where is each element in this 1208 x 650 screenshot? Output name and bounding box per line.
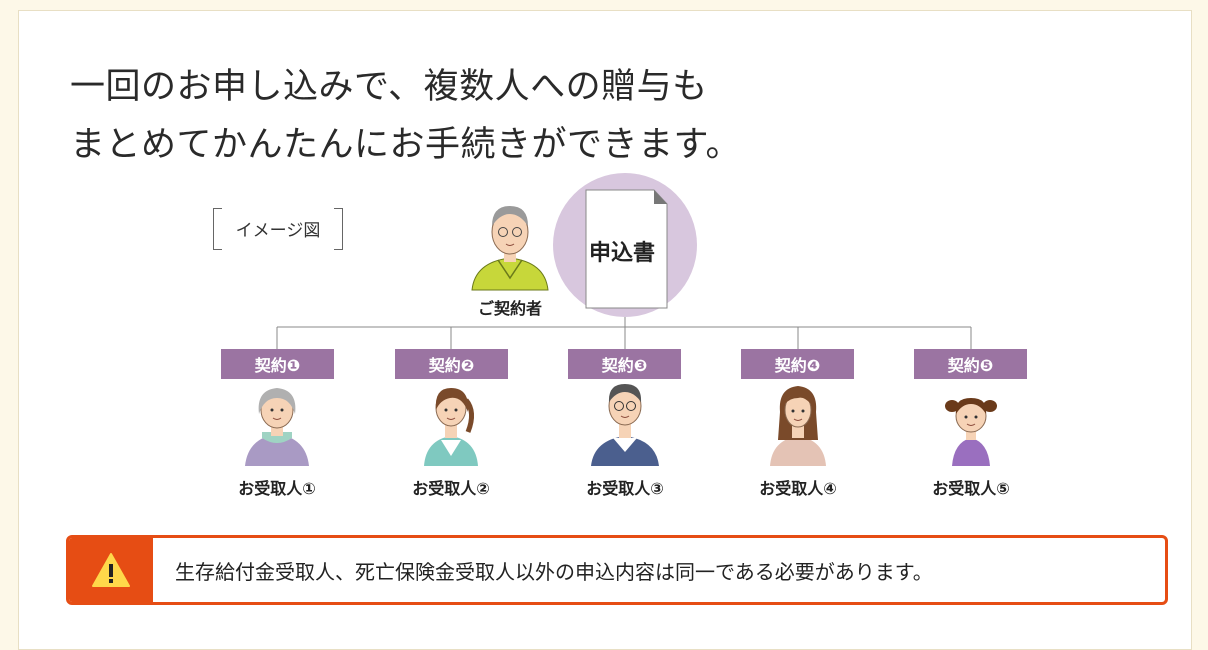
notice-text: 生存給付金受取人、死亡保険金受取人以外の申込内容は同一である必要があります。 [175,559,933,584]
warning-icon [92,553,130,587]
page-title: 一回のお申し込みで、複数人への贈与も まとめてかんたんにお手続きができます。 [70,58,741,174]
recipient-label-4: お受取人④ [759,479,837,498]
recipient-label-3: お受取人③ [586,479,664,498]
left-bracket [213,208,222,250]
recipient-label-2: お受取人② [412,479,490,498]
document-icon [585,189,668,309]
right-bracket [334,208,343,250]
recipient-label-1: お受取人① [238,479,316,498]
title-line-2: まとめてかんたんにお手続きができます。 [70,125,742,165]
contract-tag-2: 契約❷ [395,349,508,379]
recipient-figure-1-icon [245,388,309,466]
contract-tag-4: 契約❹ [741,349,854,379]
connector-lines [276,310,972,349]
recipient-figure-2-icon [424,388,478,466]
flow-diagram [245,173,997,466]
image-caption-text: イメージ図 [235,220,321,241]
recipient-figure-3-icon [591,384,659,466]
recipient-label-5: お受取人⑤ [932,479,1010,498]
contract-tag-1: 契約❶ [221,349,334,379]
document-label: 申込書 [588,241,655,266]
contract-tag-5: 契約❺ [914,349,1027,379]
title-line-1: 一回のお申し込みで、複数人への贈与も [70,67,708,107]
contractor-figure-icon [471,206,549,291]
notice-icon-area [69,538,153,602]
recipient-figure-4-icon [770,386,826,466]
notice-box: 生存給付金受取人、死亡保険金受取人以外の申込内容は同一である必要があります。 [66,535,1168,605]
image-caption: イメージ図 [213,208,343,250]
contract-tag-3: 契約❸ [568,349,681,379]
contractor-label: ご契約者 [477,299,542,318]
recipient-figure-5-icon [945,398,997,466]
